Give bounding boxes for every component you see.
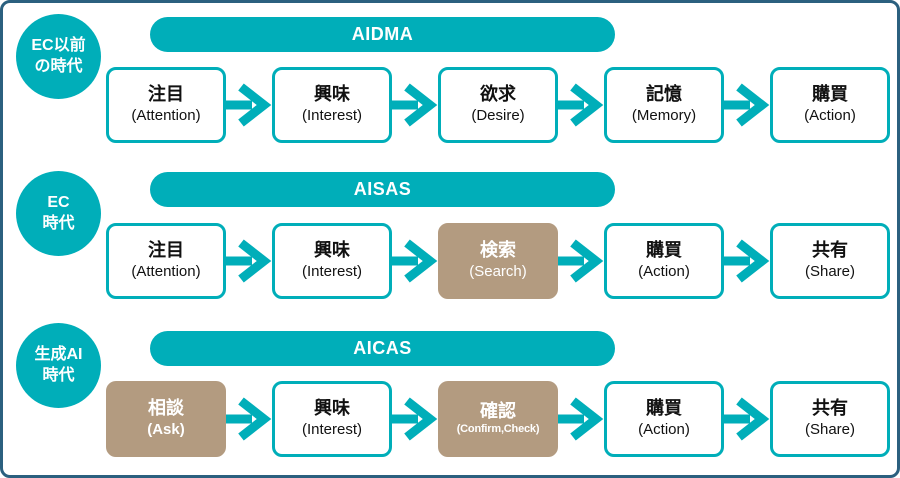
step-box-memory: 記憶 (Memory) (604, 67, 724, 143)
step-jp-label: 興味 (314, 84, 350, 105)
step-en-label: (Search) (469, 262, 527, 280)
step-jp-label: 共有 (812, 240, 848, 261)
step-jp-label: 相談 (148, 398, 184, 419)
step-jp-label: 興味 (314, 398, 350, 419)
step-jp-label: 確認 (480, 400, 516, 421)
flow-arrow-icon (724, 238, 770, 284)
step-en-label: (Interest) (301, 106, 362, 124)
step-jp-label: 興味 (314, 240, 350, 261)
flow-arrow-icon (392, 396, 438, 442)
flow-arrow-icon (392, 238, 438, 284)
step-box-action: 購買 (Action) (604, 223, 724, 299)
step-box-interest: 興味 (Interest) (272, 67, 392, 143)
era-label-line2: 時代 (42, 214, 75, 232)
step-box-desire: 欲求 (Desire) (438, 67, 558, 143)
step-box-confirm: 確認 (Confirm,Check) (438, 381, 558, 457)
step-jp-label: 欲求 (480, 84, 516, 105)
step-en-label: (Attention) (131, 106, 201, 124)
step-box-interest: 興味 (Interest) (272, 381, 392, 457)
era-badge-gen-ai: 生成AI 時代 (16, 323, 101, 408)
step-en-label: (Action) (804, 106, 856, 124)
step-jp-label: 注目 (148, 240, 184, 261)
era-label-line1: 生成AI (34, 345, 83, 363)
step-box-search: 検索 (Search) (438, 223, 558, 299)
flow-arrow-icon (724, 82, 770, 128)
step-jp-label: 購買 (646, 240, 682, 261)
era-label-line2: の時代 (34, 57, 83, 75)
model-name-label: AICAS (353, 338, 412, 358)
step-box-action: 購買 (Action) (604, 381, 724, 457)
step-jp-label: 注目 (148, 84, 184, 105)
model-banner-aidma: AIDMA (150, 17, 615, 52)
model-banner-aicas: AICAS (150, 331, 615, 366)
model-name-label: AISAS (353, 179, 412, 199)
era-label-line2: 時代 (42, 366, 75, 384)
flow-row-aicas: 相談 (Ask) 興味 (Interest) 確認 (Confirm,Check… (106, 381, 890, 457)
step-en-label: (Interest) (301, 420, 362, 438)
flow-row-aisas: 注目 (Attention) 興味 (Interest) 検索 (Search)… (106, 223, 890, 299)
era-badge-pre-ec: EC以前 の時代 (16, 14, 101, 99)
step-box-attention: 注目 (Attention) (106, 67, 226, 143)
step-box-share: 共有 (Share) (770, 223, 890, 299)
model-banner-aisas: AISAS (150, 172, 615, 207)
step-jp-label: 検索 (480, 240, 516, 261)
step-en-label: (Action) (638, 420, 690, 438)
step-jp-label: 共有 (812, 398, 848, 419)
step-jp-label: 記憶 (646, 84, 682, 105)
flow-arrow-icon (558, 396, 604, 442)
flow-arrow-icon (558, 238, 604, 284)
flow-arrow-icon (226, 396, 272, 442)
step-en-label: (Interest) (301, 262, 362, 280)
step-box-interest: 興味 (Interest) (272, 223, 392, 299)
step-box-share: 共有 (Share) (770, 381, 890, 457)
flow-arrow-icon (392, 82, 438, 128)
era-badge-ec: EC 時代 (16, 171, 101, 256)
flow-arrow-icon (558, 82, 604, 128)
step-en-label: (Share) (804, 420, 856, 438)
step-en-label: (Memory) (631, 106, 697, 124)
era-label-line1: EC (47, 193, 70, 211)
flow-arrow-icon (724, 396, 770, 442)
era-label-line1: EC以前 (31, 36, 86, 54)
step-en-label: (Share) (804, 262, 856, 280)
step-en-label: (Attention) (131, 262, 201, 280)
flow-row-aidma: 注目 (Attention) 興味 (Interest) 欲求 (Desire)… (106, 67, 890, 143)
step-box-ask: 相談 (Ask) (106, 381, 226, 457)
step-en-label: (Ask) (147, 420, 185, 438)
flow-arrow-icon (226, 238, 272, 284)
step-en-label: (Desire) (471, 106, 525, 124)
step-en-label: (Confirm,Check) (456, 423, 540, 436)
step-box-action: 購買 (Action) (770, 67, 890, 143)
step-en-label: (Action) (638, 262, 690, 280)
step-jp-label: 購買 (812, 84, 848, 105)
model-name-label: AIDMA (351, 24, 414, 44)
step-jp-label: 購買 (646, 398, 682, 419)
step-box-attention: 注目 (Attention) (106, 223, 226, 299)
flow-arrow-icon (226, 82, 272, 128)
